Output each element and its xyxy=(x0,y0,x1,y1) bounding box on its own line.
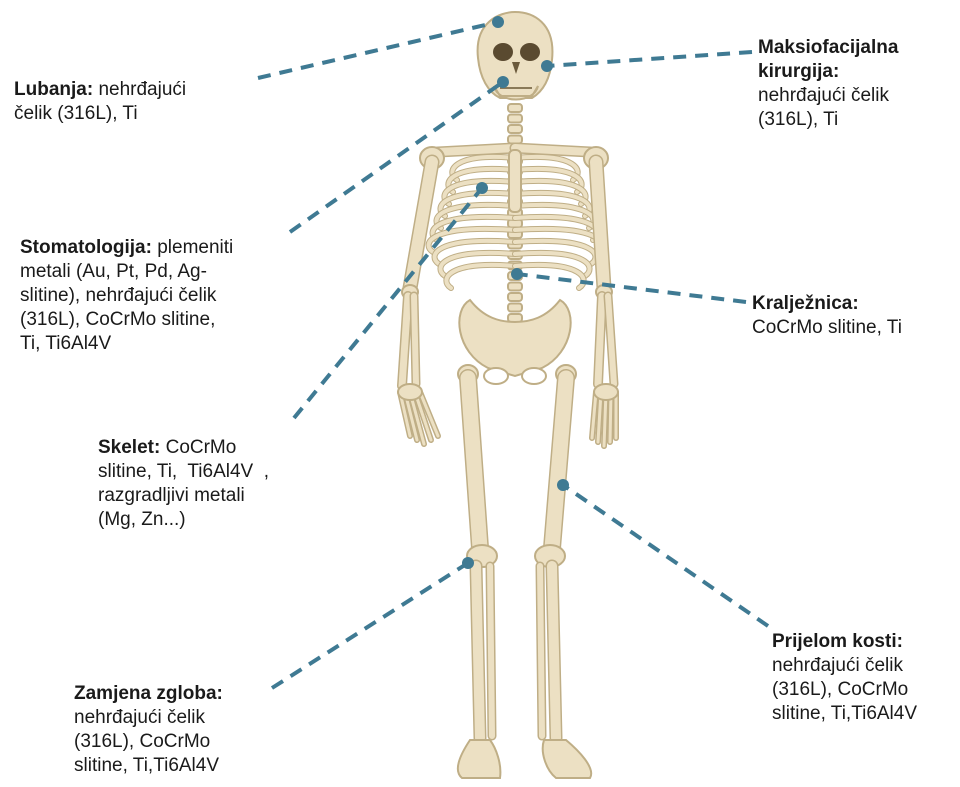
callout-kraljeznica-body: CoCrMo slitine, Ti xyxy=(752,317,902,338)
callout-zamjena-body: nehrđajući čelik (316L), CoCrMo slitine,… xyxy=(74,707,219,776)
callout-maksiofacijalna-title: Maksiofacijalna kirurgija: xyxy=(758,37,898,82)
leader-skelet-dot xyxy=(476,182,488,194)
leader-kraljeznica xyxy=(517,274,746,302)
leader-zamjena-dot xyxy=(462,557,474,569)
vertebra xyxy=(508,125,522,133)
skeleton-illustration xyxy=(398,12,618,778)
right-femur xyxy=(552,378,566,548)
left-wrist xyxy=(398,384,422,400)
skull xyxy=(478,12,553,98)
left-ulna xyxy=(414,296,416,384)
callout-kraljeznica: Kralježnica: CoCrMo slitine, Ti xyxy=(752,292,952,340)
callout-zamjena: Zamjena zgloba: nehrđajući čelik (316L),… xyxy=(74,682,274,778)
callout-prijelom-body: nehrđajući čelik (316L), CoCrMo slitine,… xyxy=(772,655,917,724)
leader-maksiofacijalna xyxy=(547,52,752,66)
leader-zamjena xyxy=(272,563,468,688)
right-fibula xyxy=(540,566,542,736)
vertebra xyxy=(508,293,522,301)
leader-skelet xyxy=(294,188,482,418)
right-obturator xyxy=(522,368,546,384)
left-fibula xyxy=(490,566,492,736)
left-eye-socket xyxy=(493,43,513,61)
left-clavicle xyxy=(438,148,515,152)
callout-maksiofacijalna-body: nehrđajući čelik (316L), Ti xyxy=(758,85,889,130)
left-tibia xyxy=(476,566,480,738)
vertebra xyxy=(508,115,522,123)
vertebra xyxy=(508,104,522,112)
right-wrist xyxy=(594,384,618,400)
right-humerus xyxy=(596,162,604,288)
callout-maksiofacijalna: Maksiofacijalna kirurgija: nehrđajući če… xyxy=(758,36,953,132)
vertebra xyxy=(508,136,522,144)
callout-skelet-title: Skelet: xyxy=(98,437,160,458)
callout-kraljeznica-title: Kralježnica: xyxy=(752,293,859,314)
right-tibia xyxy=(552,566,556,738)
leader-maksiofacijalna-dot xyxy=(541,60,553,72)
vertebra xyxy=(508,314,522,322)
vertebra xyxy=(508,283,522,291)
left-foot xyxy=(458,740,501,778)
callout-skelet: Skelet: CoCrMo slitine, Ti, Ti6Al4V , ra… xyxy=(98,436,328,532)
callout-prijelom-title: Prijelom kosti: xyxy=(772,631,903,652)
leader-stomatologija-dot xyxy=(497,76,509,88)
right-radius xyxy=(598,296,602,384)
right-clavicle xyxy=(515,148,590,152)
vertebra xyxy=(508,304,522,312)
left-rib-fill xyxy=(446,265,515,288)
leader-lubanja xyxy=(258,22,498,78)
callout-stomatologija: Stomatologija: plemeniti metali (Au, Pt,… xyxy=(20,236,290,356)
leader-lubanja-dot xyxy=(492,16,504,28)
right-foot xyxy=(543,740,591,778)
callout-lubanja-title: Lubanja: xyxy=(14,79,93,100)
leader-prijelom xyxy=(563,485,768,626)
sternum xyxy=(509,150,521,212)
callout-stomatologija-title: Stomatologija: xyxy=(20,237,152,258)
left-humerus xyxy=(410,162,432,288)
callout-zamjena-title: Zamjena zgloba: xyxy=(74,683,223,704)
callout-lubanja: Lubanja: nehrđajući čelik (316L), Ti xyxy=(14,78,254,126)
leader-kraljeznica-dot xyxy=(511,268,523,280)
left-obturator xyxy=(484,368,508,384)
callout-prijelom: Prijelom kosti: nehrđajući čelik (316L),… xyxy=(772,630,957,726)
leader-prijelom-dot xyxy=(557,479,569,491)
right-eye-socket xyxy=(520,43,540,61)
